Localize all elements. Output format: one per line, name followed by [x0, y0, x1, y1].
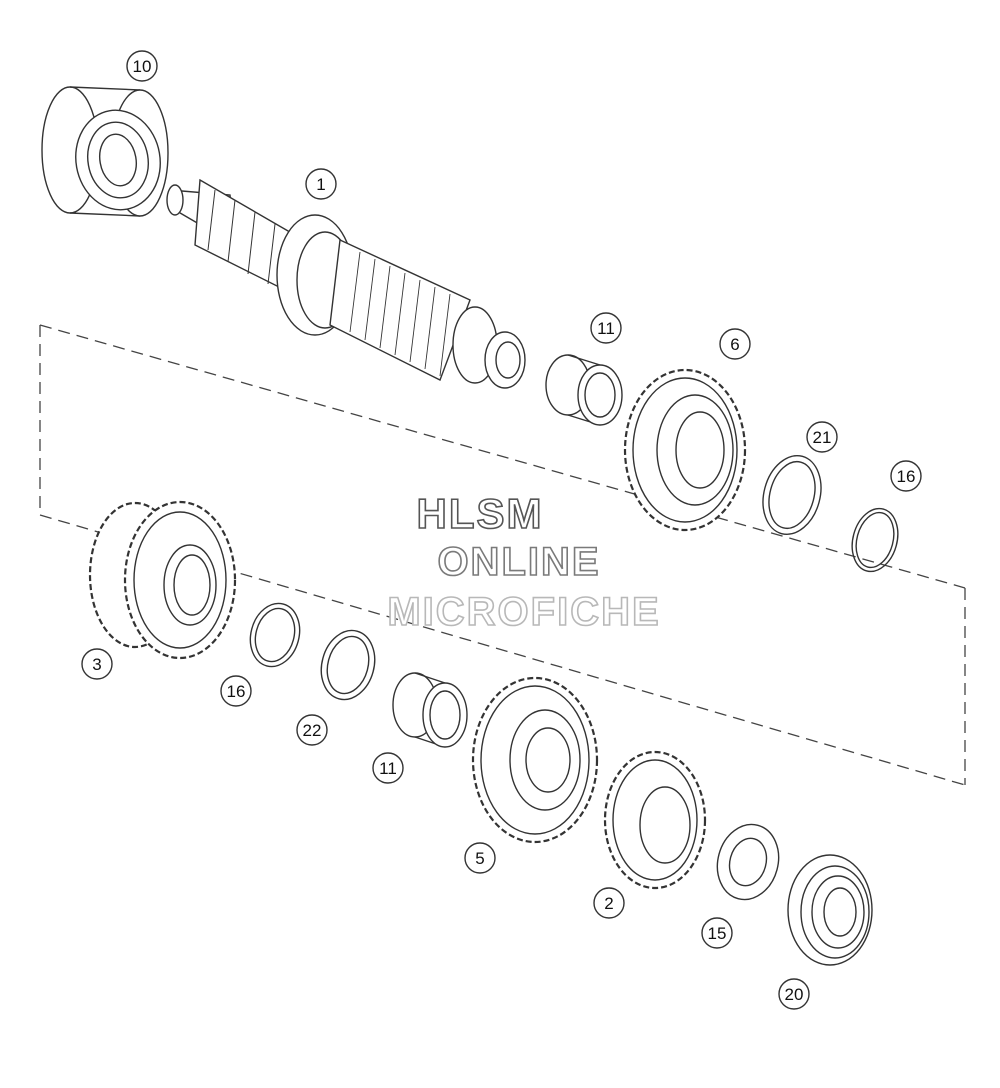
callout-3: 3: [81, 648, 113, 680]
svg-text:11: 11: [597, 319, 615, 338]
washer-part-22: [320, 629, 376, 701]
callout-1: 1: [305, 168, 337, 200]
svg-text:15: 15: [708, 924, 727, 943]
svg-text:5: 5: [475, 849, 484, 868]
callout-6: 6: [719, 328, 751, 360]
callout-16-upper: 16: [890, 460, 922, 492]
callout-22: 22: [296, 714, 328, 746]
svg-text:1: 1: [316, 175, 325, 194]
svg-text:6: 6: [730, 335, 739, 354]
callout-15: 15: [701, 917, 733, 949]
svg-text:20: 20: [785, 985, 804, 1004]
ring-part-21: [762, 454, 822, 536]
washer-part-15: [716, 823, 780, 901]
circlip-part-16-upper: [851, 507, 899, 573]
callout-11-upper: 11: [590, 312, 622, 344]
svg-text:11: 11: [379, 759, 397, 778]
svg-text:3: 3: [92, 655, 101, 674]
svg-text:2: 2: [604, 894, 613, 913]
svg-text:22: 22: [303, 721, 322, 740]
callout-21: 21: [806, 421, 838, 453]
bushing-part-11-lower: [392, 672, 468, 748]
callout-16-lower: 16: [220, 675, 252, 707]
watermark-line-1: HLSM: [416, 489, 544, 538]
svg-text:16: 16: [227, 682, 246, 701]
double-gear-part-3: [88, 500, 237, 660]
bushing-part-11-upper: [545, 354, 623, 426]
svg-text:10: 10: [133, 57, 152, 76]
circlip-part-16-lower: [249, 602, 301, 668]
svg-text:21: 21: [813, 428, 832, 447]
bearing-part-20: [787, 854, 873, 966]
svg-text:16: 16: [897, 467, 916, 486]
callout-2: 2: [593, 887, 625, 919]
watermark-line-3: MICROFICHE: [387, 589, 661, 635]
callout-10-top: 10: [126, 50, 158, 82]
bearing-part-10: [41, 86, 169, 217]
callout-11-lower: 11: [372, 752, 404, 784]
gear-part-6: [623, 368, 747, 532]
callout-20: 20: [778, 978, 810, 1010]
watermark-line-2: ONLINE: [437, 539, 601, 585]
main-shaft-part-1: [166, 178, 526, 389]
gear-part-2: [603, 750, 707, 890]
callout-5: 5: [464, 842, 496, 874]
gear-part-5: [471, 676, 599, 844]
